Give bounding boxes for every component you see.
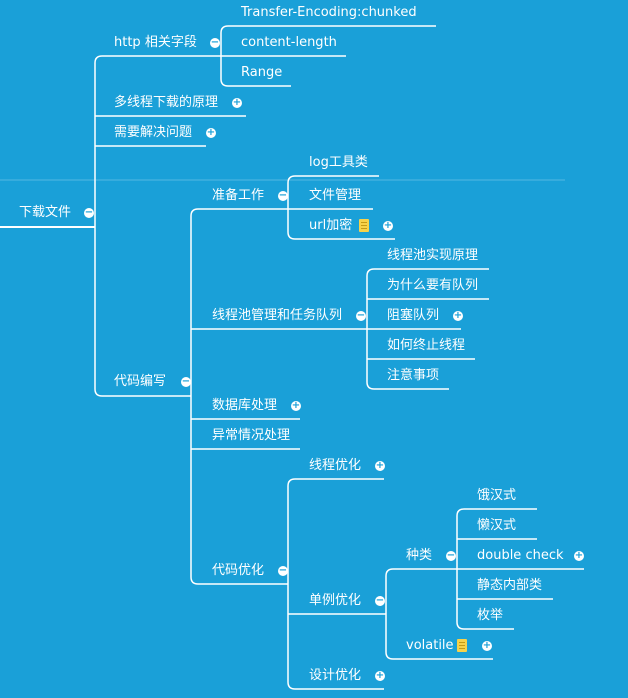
node-notes[interactable]: 注意事项 bbox=[387, 368, 440, 383]
expand-toggle-icon[interactable]: + bbox=[291, 400, 301, 411]
expand-toggle-icon[interactable]: + bbox=[375, 460, 385, 471]
connector-line bbox=[287, 209, 296, 240]
node-transfer-encoding[interactable]: Transfer-Encoding:chunked bbox=[241, 5, 417, 20]
collapse-toggle-icon[interactable]: − bbox=[278, 565, 288, 576]
connector-line bbox=[190, 396, 199, 585]
expand-toggle-icon[interactable]: + bbox=[453, 310, 463, 321]
connector-line bbox=[385, 614, 394, 660]
collapse-toggle-icon[interactable]: − bbox=[181, 376, 191, 387]
node-static-inner[interactable]: 静态内部类 bbox=[477, 578, 543, 593]
connector-line bbox=[456, 569, 465, 630]
node-file[interactable]: 文件管理 bbox=[309, 188, 362, 203]
connector-line bbox=[366, 268, 375, 329]
node-singleton[interactable]: 单例优化 bbox=[309, 593, 362, 608]
node-thread-opt[interactable]: 线程优化 bbox=[309, 458, 362, 473]
node-content-length[interactable]: content-length bbox=[241, 35, 337, 50]
expand-toggle-icon[interactable]: + bbox=[232, 97, 242, 108]
node-problems[interactable]: 需要解决问题 bbox=[114, 125, 193, 140]
expand-toggle-icon[interactable]: + bbox=[383, 220, 393, 231]
connector-line bbox=[94, 55, 103, 227]
connector-line bbox=[385, 568, 394, 614]
node-optimization[interactable]: 代码优化 bbox=[212, 563, 265, 578]
connector-line bbox=[220, 56, 229, 87]
node-http[interactable]: http 相关字段 bbox=[114, 35, 197, 50]
node-pool[interactable]: 线程池管理和任务队列 bbox=[212, 308, 343, 323]
connector-line bbox=[190, 208, 199, 396]
node-range[interactable]: Range bbox=[241, 65, 283, 80]
connector-line bbox=[287, 584, 296, 690]
node-why-queue[interactable]: 为什么要有队列 bbox=[387, 278, 479, 293]
node-log[interactable]: log工具类 bbox=[309, 155, 368, 170]
node-db[interactable]: 数据库处理 bbox=[212, 398, 278, 413]
collapse-toggle-icon[interactable]: − bbox=[375, 595, 385, 606]
node-kinds[interactable]: 种类 bbox=[406, 548, 433, 563]
node-block-queue[interactable]: 阻塞队列 bbox=[387, 308, 440, 323]
node-hungry[interactable]: 饿汉式 bbox=[477, 488, 517, 503]
connector-line bbox=[220, 25, 229, 56]
node-root[interactable]: 下载文件 bbox=[19, 205, 72, 220]
node-prep[interactable]: 准备工作 bbox=[212, 188, 265, 203]
connector-line bbox=[456, 508, 465, 569]
node-volatile[interactable]: volatile bbox=[406, 638, 454, 653]
node-pool-impl[interactable]: 线程池实现原理 bbox=[387, 248, 479, 263]
note-icon[interactable] bbox=[359, 219, 369, 232]
node-stop-thread[interactable]: 如何终止线程 bbox=[387, 338, 466, 353]
expand-toggle-icon[interactable]: + bbox=[482, 640, 492, 651]
note-icon[interactable] bbox=[457, 639, 467, 652]
node-enum[interactable]: 枚举 bbox=[477, 608, 504, 623]
node-url[interactable]: url加密 bbox=[309, 218, 353, 233]
node-design-opt[interactable]: 设计优化 bbox=[309, 668, 362, 683]
collapse-toggle-icon[interactable]: − bbox=[278, 190, 288, 201]
expand-toggle-icon[interactable]: + bbox=[574, 550, 584, 561]
node-multithread-principle[interactable]: 多线程下载的原理 bbox=[114, 95, 219, 110]
node-double-check[interactable]: double check bbox=[477, 548, 564, 563]
connector-line bbox=[94, 227, 103, 397]
connector-line bbox=[287, 175, 296, 209]
node-lazy[interactable]: 懒汉式 bbox=[477, 518, 517, 533]
node-coding[interactable]: 代码编写 bbox=[114, 374, 167, 389]
collapse-toggle-icon[interactable]: − bbox=[356, 310, 366, 321]
collapse-toggle-icon[interactable]: − bbox=[84, 207, 94, 218]
connector-line bbox=[366, 329, 375, 390]
expand-toggle-icon[interactable]: + bbox=[206, 127, 216, 138]
node-exception[interactable]: 异常情况处理 bbox=[212, 428, 291, 443]
collapse-toggle-icon[interactable]: − bbox=[210, 37, 220, 48]
expand-toggle-icon[interactable]: + bbox=[375, 670, 385, 681]
connector-line bbox=[287, 478, 296, 584]
collapse-toggle-icon[interactable]: − bbox=[446, 550, 456, 561]
